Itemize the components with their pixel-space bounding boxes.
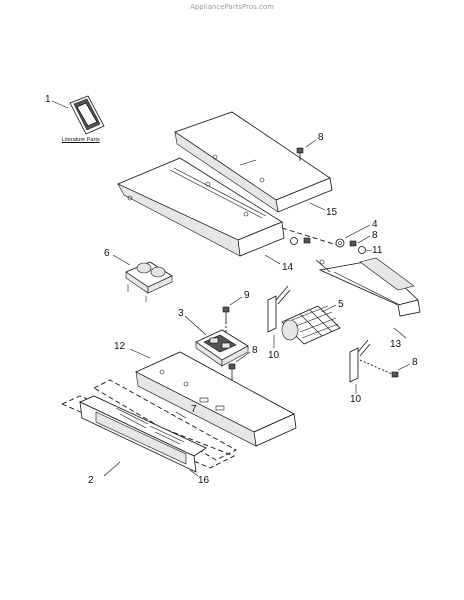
part-control-board[interactable] [195, 329, 249, 367]
callout-2[interactable]: 2 [88, 475, 94, 486]
watermark: AppliancePartsPros.com [190, 3, 274, 11]
leader-1 [51, 100, 69, 109]
callout-6[interactable]: 6 [104, 248, 110, 259]
callout-10-right[interactable]: 10 [350, 394, 362, 405]
callout-1[interactable]: 1 [45, 94, 51, 105]
part-screw-right[interactable] [359, 359, 399, 378]
leader-6 [112, 254, 131, 266]
callout-9[interactable]: 9 [244, 290, 250, 301]
leader-5 [321, 304, 337, 313]
part-bracket-right[interactable] [349, 339, 371, 383]
part-cooling-fan[interactable] [281, 305, 341, 345]
callout-4[interactable]: 4 [372, 219, 378, 230]
part-literature-booklet[interactable] [69, 95, 105, 135]
callout-8-right[interactable]: 8 [412, 357, 418, 368]
leader-13 [393, 327, 407, 339]
part-fan-motor[interactable] [125, 261, 173, 302]
leader-8-board [235, 351, 251, 363]
callout-3[interactable]: 3 [178, 308, 184, 319]
callout-8-mid[interactable]: 8 [372, 230, 378, 241]
part-top-panel[interactable] [174, 111, 333, 213]
part-screw-board-top[interactable] [222, 306, 230, 335]
leader-4 [344, 224, 371, 239]
leader-2 [103, 461, 121, 477]
callout-5[interactable]: 5 [338, 299, 344, 310]
literature-parts-label[interactable]: Literature Parts [62, 137, 100, 143]
callout-8-board[interactable]: 8 [252, 345, 258, 356]
callout-11[interactable]: 11 [372, 245, 383, 256]
callout-15[interactable]: 15 [326, 207, 338, 218]
callout-10-left[interactable]: 10 [268, 350, 280, 361]
callout-16[interactable]: 16 [198, 475, 210, 486]
part-control-panel-assembly[interactable] [79, 395, 207, 473]
leader-16 [189, 469, 199, 477]
callout-8-top[interactable]: 8 [318, 132, 324, 143]
leader-12 [129, 348, 151, 359]
callout-7[interactable]: 7 [191, 404, 197, 415]
part-rail-bracket[interactable] [315, 257, 421, 317]
leader-3 [184, 315, 207, 336]
callout-12[interactable]: 12 [114, 341, 126, 352]
part-control-housing[interactable] [135, 351, 297, 447]
leader-7 [175, 411, 187, 419]
leader-15 [309, 202, 326, 211]
leader-14 [264, 254, 281, 265]
part-bracket-left[interactable] [267, 285, 291, 333]
leader-9 [229, 296, 243, 306]
part-screw-top[interactable] [296, 147, 304, 161]
leader-8-right [397, 363, 411, 371]
leader-8-mid [357, 235, 371, 244]
leader-8-top [305, 139, 317, 148]
part-hardware-cluster[interactable] [281, 227, 366, 254]
callout-13[interactable]: 13 [390, 339, 402, 350]
callout-14[interactable]: 14 [282, 262, 294, 273]
part-shield-panel[interactable] [117, 157, 285, 257]
leader-11 [365, 249, 373, 252]
